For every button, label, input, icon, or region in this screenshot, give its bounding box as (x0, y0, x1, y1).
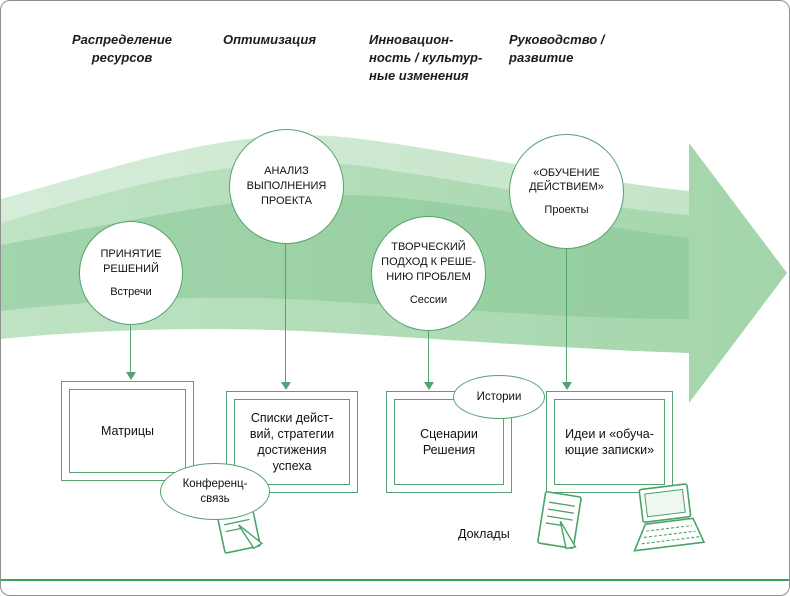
connector-arrowhead-icon (126, 372, 136, 380)
connector-arrowhead-icon (424, 382, 434, 390)
callout-conference-call: Конференц- связь (160, 463, 270, 520)
output-box-label: Сценарии Решения (394, 399, 504, 485)
stage-subtitle: Проекты (544, 204, 589, 217)
phase-header-optimization: Оптимизация (223, 32, 316, 47)
stage-circle-creative-problem-solving: ТВОРЧЕСКИЙ ПОДХОД К РЕШЕ- НИЮ ПРОБЛЕМ Се… (371, 216, 486, 331)
bottom-divider (1, 579, 789, 581)
output-box-matrices: Матрицы (61, 381, 194, 481)
stage-subtitle: Сессии (409, 293, 448, 306)
reports-label: Доклады (458, 527, 510, 541)
laptop-icon (633, 483, 706, 552)
connector-line (428, 331, 429, 382)
output-box-label: Матрицы (69, 389, 186, 473)
connector-line (566, 249, 567, 382)
stage-circle-action-learning: «ОБУЧЕНИЕ ДЕЙСТВИЕМ» Проекты (509, 134, 624, 249)
output-box-label: Идеи и «обуча- ющие записки» (554, 399, 665, 485)
note-icon (537, 491, 582, 550)
phase-header-resources: Распределение ресурсов (72, 32, 172, 66)
stage-circle-decision-making: ПРИНЯТИЕ РЕШЕНИЙ Встречи (79, 221, 183, 325)
output-box-ideas-notes: Идеи и «обуча- ющие записки» (546, 391, 673, 493)
connector-line (285, 244, 286, 382)
stage-subtitle: Встречи (110, 285, 152, 298)
phase-header-innovation: Инновацион- ность / культур- ные изменен… (369, 32, 483, 84)
arrow-highlight-wave (1, 135, 689, 223)
phase-header-leadership: Руководство / развитие (509, 32, 605, 66)
connector-arrowhead-icon (281, 382, 291, 390)
stage-title: ПРИНЯТИЕ РЕШЕНИЙ (100, 248, 162, 275)
stage-title: «ОБУЧЕНИЕ ДЕЙСТВИЕМ» (529, 166, 604, 194)
callout-stories: Истории (453, 375, 545, 419)
stage-title: ТВОРЧЕСКИЙ ПОДХОД К РЕШЕ- НИЮ ПРОБЛЕМ (381, 241, 476, 283)
stage-circle-project-analysis: АНАЛИЗ ВЫПОЛНЕНИЯ ПРОЕКТА (229, 129, 344, 244)
connector-arrowhead-icon (562, 382, 572, 390)
output-box-label: Списки дейст- вий, стратегии достижения … (234, 399, 350, 485)
connector-line (130, 325, 131, 372)
stage-title: АНАЛИЗ ВЫПОЛНЕНИЯ ПРОЕКТА (246, 165, 327, 207)
